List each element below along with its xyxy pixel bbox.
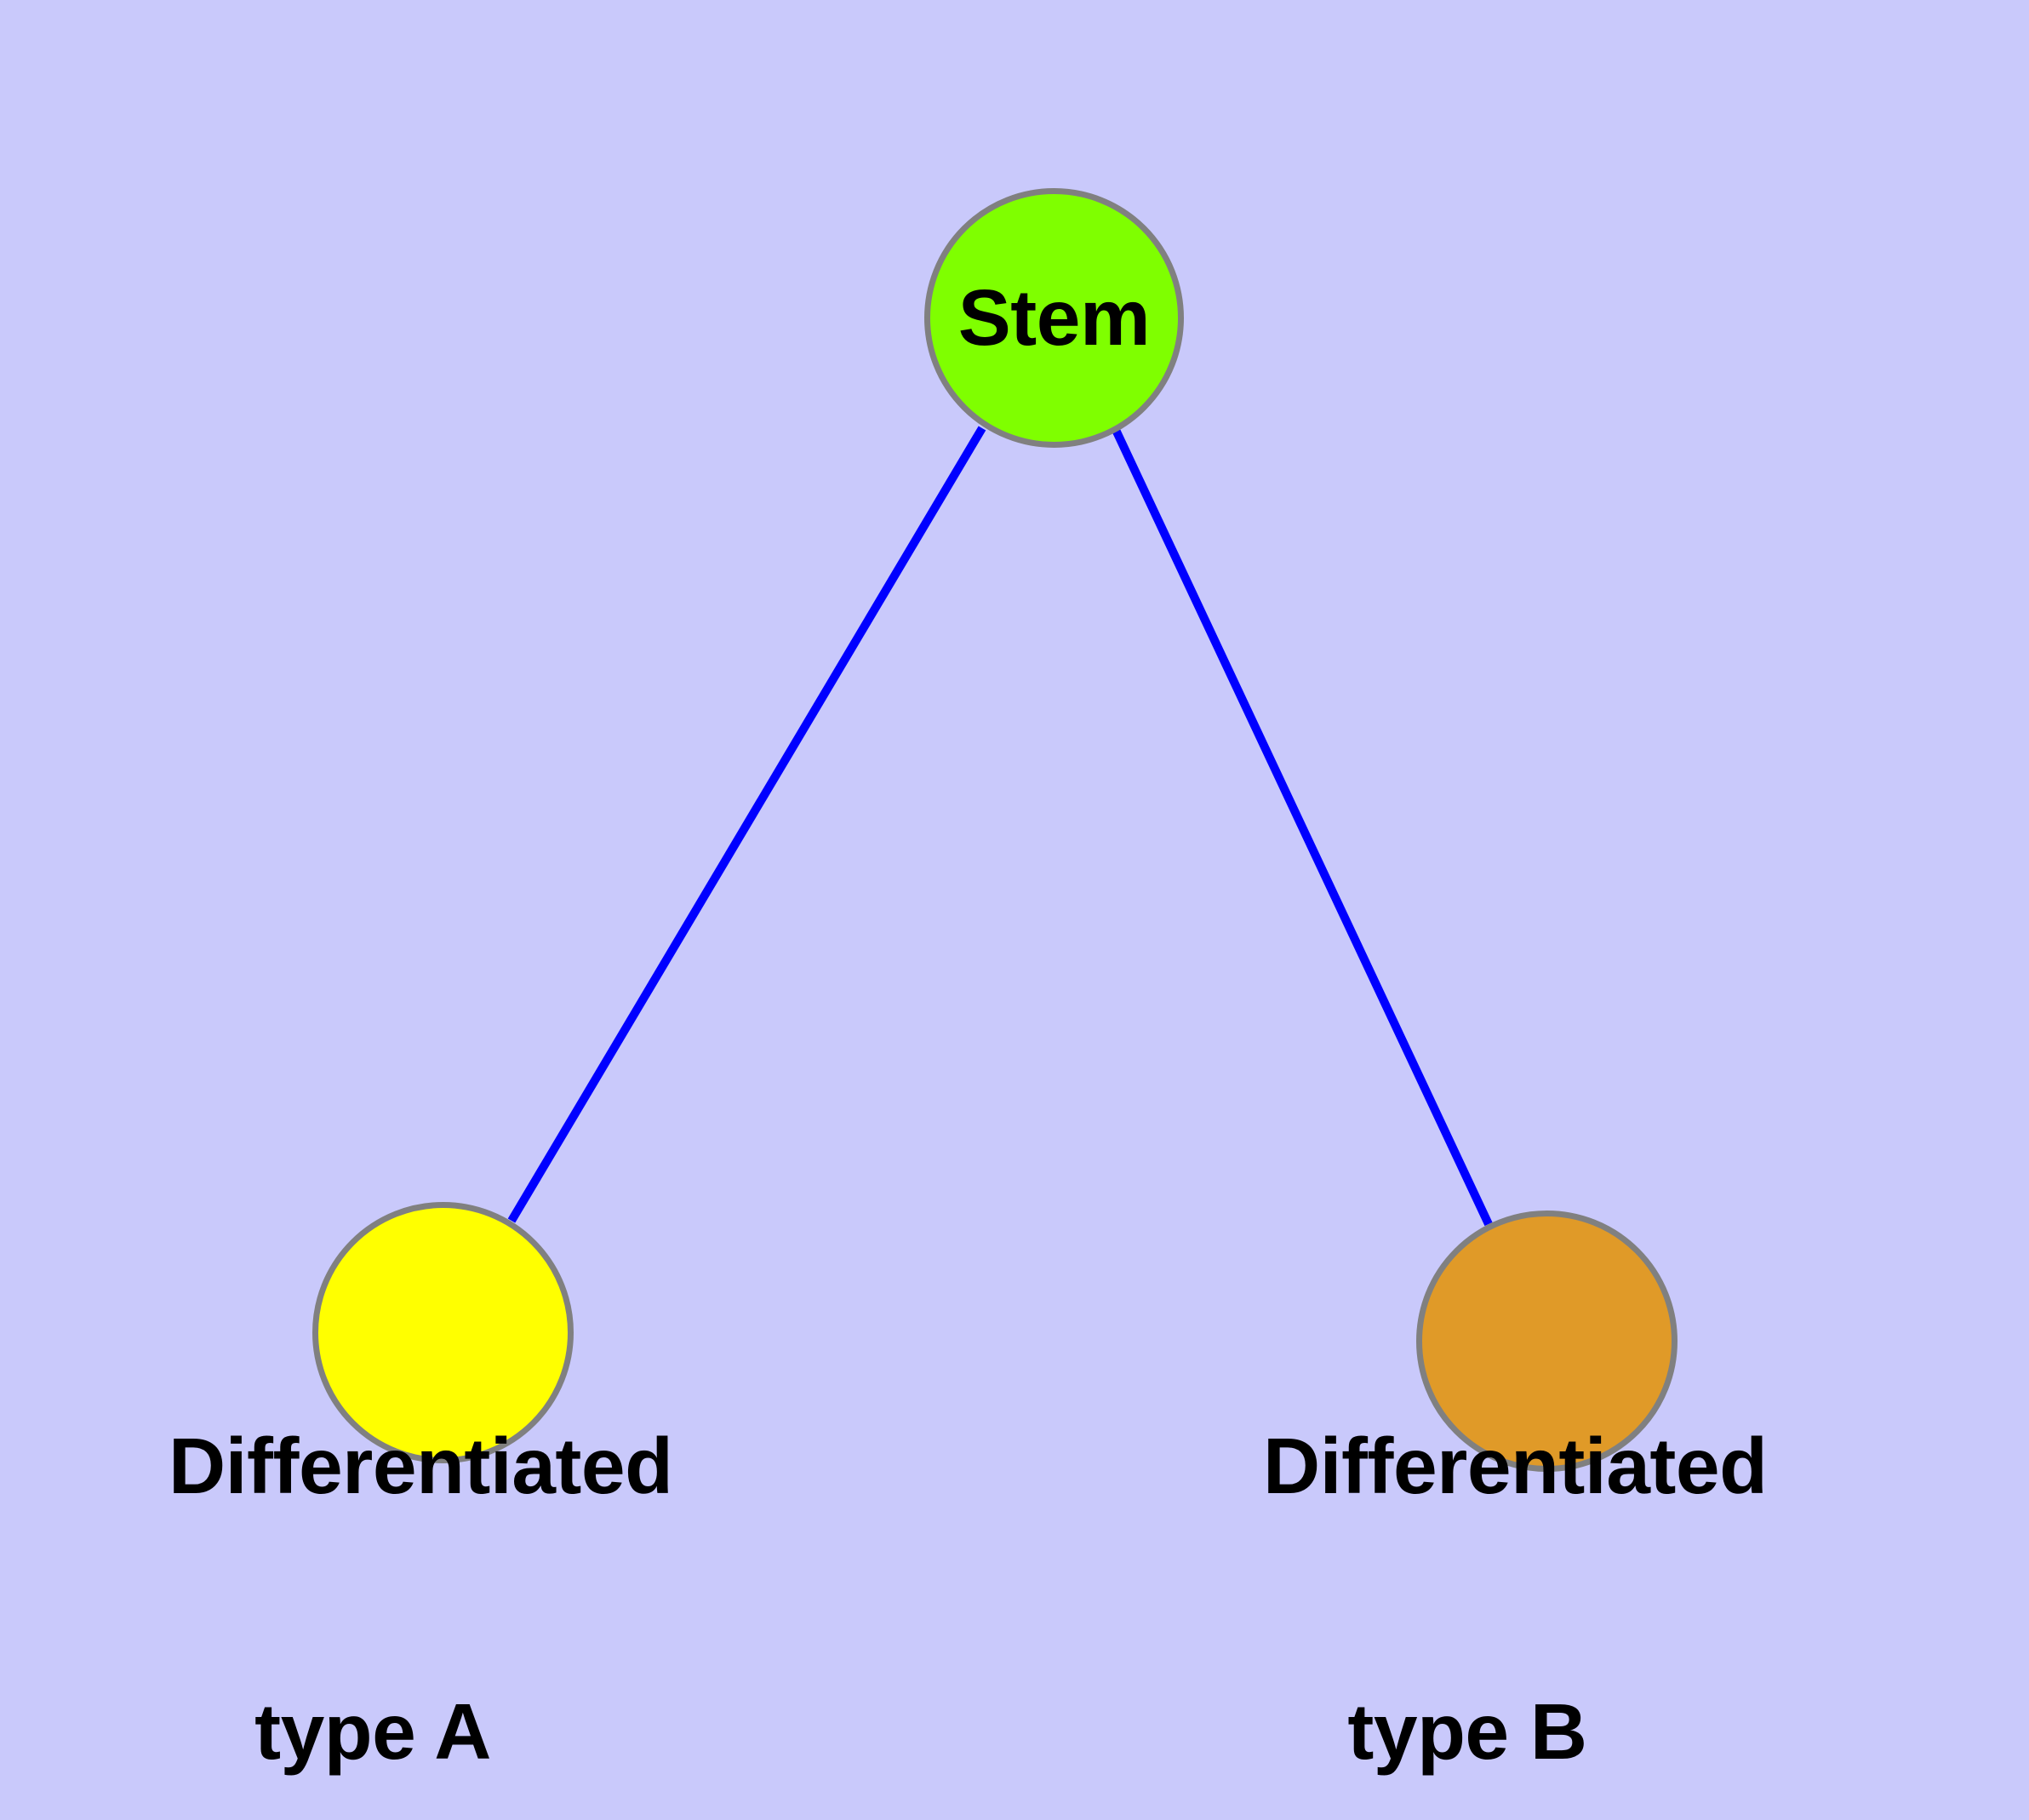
node-stem[interactable] (924, 188, 1184, 448)
node-label-differentiated-type-b: Differentiated type B (1263, 1245, 1768, 1820)
node-label-line-2: type A (254, 1687, 491, 1776)
node-differentiated-type-b[interactable] (1416, 1210, 1677, 1472)
node-label-line-2: type B (1347, 1687, 1587, 1776)
node-label-differentiated-type-a: Differentiated type A (169, 1245, 673, 1820)
node-label-stem: Stem (957, 273, 1151, 362)
node-label-line-1: Differentiated (169, 1422, 673, 1510)
node-label-line-1: Differentiated (1263, 1422, 1768, 1510)
edge-stem-to-type-b (1112, 427, 1493, 1227)
node-differentiated-type-a[interactable] (312, 1202, 574, 1463)
edge-stem-to-type-a (507, 426, 986, 1223)
